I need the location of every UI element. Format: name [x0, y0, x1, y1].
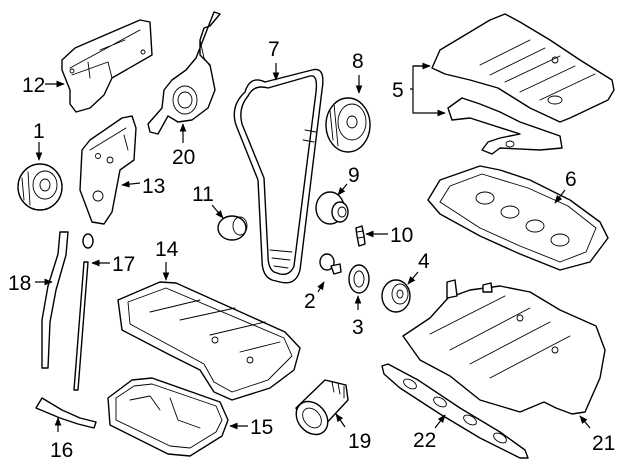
callout-5[interactable]: 5 [392, 79, 404, 102]
oil-pump-pickup-tube-part[interactable] [35, 397, 97, 429]
crankshaft-timing-gear-part[interactable] [381, 279, 411, 313]
tensioner-part[interactable] [315, 191, 349, 225]
crankshaft-bolt-part[interactable] [319, 253, 342, 275]
callout-4[interactable]: 4 [418, 250, 430, 273]
leader-11 [211, 204, 224, 219]
dipstick-tube-part[interactable] [41, 231, 69, 369]
callout-12[interactable]: 12 [22, 74, 45, 97]
callout-8[interactable]: 8 [352, 50, 364, 73]
leader-5 [410, 65, 429, 90]
valve-cover-part[interactable] [431, 13, 615, 123]
callout-10[interactable]: 10 [390, 224, 413, 247]
callout-labels: 12 20 7 1 13 8 5 6 11 9 10 4 2 3 14 17 1… [8, 38, 615, 462]
leader-13 [121, 180, 141, 188]
leader-4 [407, 271, 419, 285]
callout-16[interactable]: 16 [50, 439, 73, 462]
lower-oil-pan-part[interactable] [107, 377, 229, 457]
callout-7[interactable]: 7 [268, 38, 280, 61]
crankshaft-pulley-part[interactable] [17, 163, 63, 211]
leader-lines [35, 62, 591, 432]
valve-cover-gasket-part[interactable] [427, 165, 609, 271]
callout-20[interactable]: 20 [172, 146, 195, 169]
leader-21 [579, 415, 591, 429]
callout-19[interactable]: 19 [348, 430, 371, 453]
leader-2 [317, 281, 325, 293]
leader-6 [554, 189, 566, 204]
leader-19 [335, 413, 346, 428]
leader-9 [337, 183, 348, 196]
valve-cover-baffle-part[interactable] [447, 97, 563, 155]
callout-6[interactable]: 6 [565, 168, 577, 191]
callout-15[interactable]: 15 [250, 416, 273, 439]
callout-21[interactable]: 21 [592, 432, 615, 455]
callout-3[interactable]: 3 [352, 316, 364, 339]
timing-belt-part[interactable] [233, 68, 324, 284]
callout-13[interactable]: 13 [142, 175, 165, 198]
leader-5b [412, 89, 446, 117]
crankshaft-washer-part[interactable] [348, 264, 370, 294]
tensioner-bolt-part[interactable] [355, 225, 366, 247]
upper-oil-pan-part[interactable] [117, 281, 301, 401]
upper-timing-cover-part[interactable] [61, 19, 153, 113]
intake-manifold-gasket-part[interactable] [381, 363, 529, 459]
callout-18[interactable]: 18 [8, 272, 31, 295]
callout-14[interactable]: 14 [155, 238, 179, 261]
dipstick-part[interactable] [73, 233, 94, 391]
leader-22 [434, 414, 446, 429]
callout-17[interactable]: 17 [112, 253, 135, 276]
callout-2[interactable]: 2 [304, 290, 316, 313]
oil-pump-part[interactable] [147, 11, 221, 135]
intake-manifold-part[interactable] [402, 279, 606, 415]
idler-pulley-part[interactable] [217, 215, 248, 241]
camshaft-gear-part[interactable] [325, 97, 371, 153]
oil-filter-part[interactable] [290, 379, 349, 441]
lower-timing-cover-part[interactable] [79, 115, 137, 225]
callout-9[interactable]: 9 [348, 164, 360, 187]
callout-22[interactable]: 22 [413, 429, 436, 452]
callout-1[interactable]: 1 [33, 120, 45, 143]
callout-11[interactable]: 11 [192, 183, 214, 206]
